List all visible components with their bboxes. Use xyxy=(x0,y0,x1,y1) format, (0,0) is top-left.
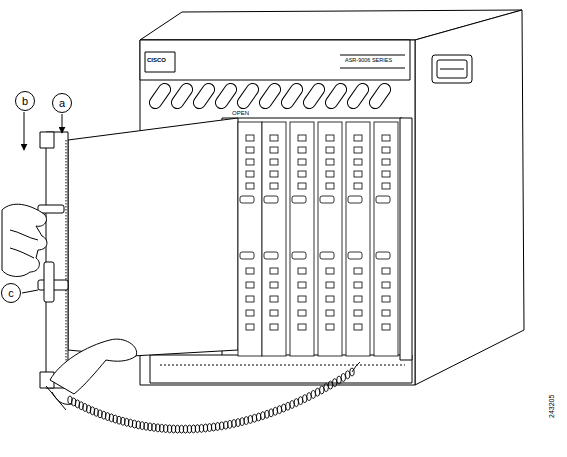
fan-tray xyxy=(140,40,410,80)
cord-coil xyxy=(333,379,337,387)
callout-letter: b xyxy=(22,96,28,107)
open-marking: OPEN xyxy=(232,110,249,116)
vent-slot xyxy=(345,81,371,111)
left-hand xyxy=(2,204,47,276)
cord-coil xyxy=(265,410,269,418)
card-slot xyxy=(346,122,370,356)
vent-slot xyxy=(367,81,393,111)
cord-end xyxy=(352,362,360,372)
leader-line xyxy=(22,290,38,293)
vent-slot xyxy=(213,81,239,111)
cord-coil xyxy=(315,388,319,396)
brand-logo: CISCO xyxy=(147,57,166,63)
cord-coil xyxy=(256,413,260,421)
model-name: ASR-9006 SERIES xyxy=(345,58,392,64)
cord-coil xyxy=(311,390,315,398)
figure-number: 243205 xyxy=(548,395,555,418)
line-card-panel xyxy=(46,132,68,388)
cord-coil xyxy=(320,386,324,394)
cord-coil xyxy=(298,397,302,405)
callout-circle: b xyxy=(15,91,35,111)
card-slot xyxy=(290,122,314,356)
cord-coil xyxy=(303,395,307,403)
vent-slot xyxy=(279,81,305,111)
card-slot xyxy=(318,122,342,356)
callout-letter: a xyxy=(59,98,65,109)
vent-slot xyxy=(323,81,349,111)
cord-coil xyxy=(294,399,298,407)
cord-coil xyxy=(277,406,281,414)
cord-coil xyxy=(273,407,277,415)
vent-slot xyxy=(301,81,327,111)
vent-slot xyxy=(257,81,283,111)
callout-letter: c xyxy=(8,288,14,299)
callout-circle: c xyxy=(1,283,21,303)
cord-coil xyxy=(286,402,290,410)
leader-line xyxy=(62,114,63,133)
chassis-side xyxy=(415,10,524,385)
vent-slot xyxy=(191,81,217,111)
callout-circle: a xyxy=(52,93,72,113)
side-handle xyxy=(432,55,472,83)
line-card-board xyxy=(68,118,238,356)
cord-coil xyxy=(341,373,345,381)
card-slot xyxy=(374,122,398,356)
cord-coil xyxy=(261,412,265,420)
cord-coil xyxy=(281,404,285,412)
right-hand xyxy=(50,339,137,394)
cord-coil xyxy=(307,393,311,401)
cord-coil xyxy=(269,409,273,417)
card-slot xyxy=(238,122,262,356)
leader-line xyxy=(24,112,25,150)
vent-slot xyxy=(147,81,173,111)
cord-coil xyxy=(252,414,256,422)
cord-coil xyxy=(324,384,328,392)
card-slot xyxy=(262,122,286,356)
cord-coil xyxy=(328,381,332,389)
card-cage xyxy=(222,118,402,360)
vent-slot xyxy=(169,81,195,111)
cord-coil xyxy=(290,400,294,408)
vent-slot xyxy=(235,81,261,111)
cord-coil xyxy=(345,371,349,379)
cord-coil xyxy=(337,376,341,384)
